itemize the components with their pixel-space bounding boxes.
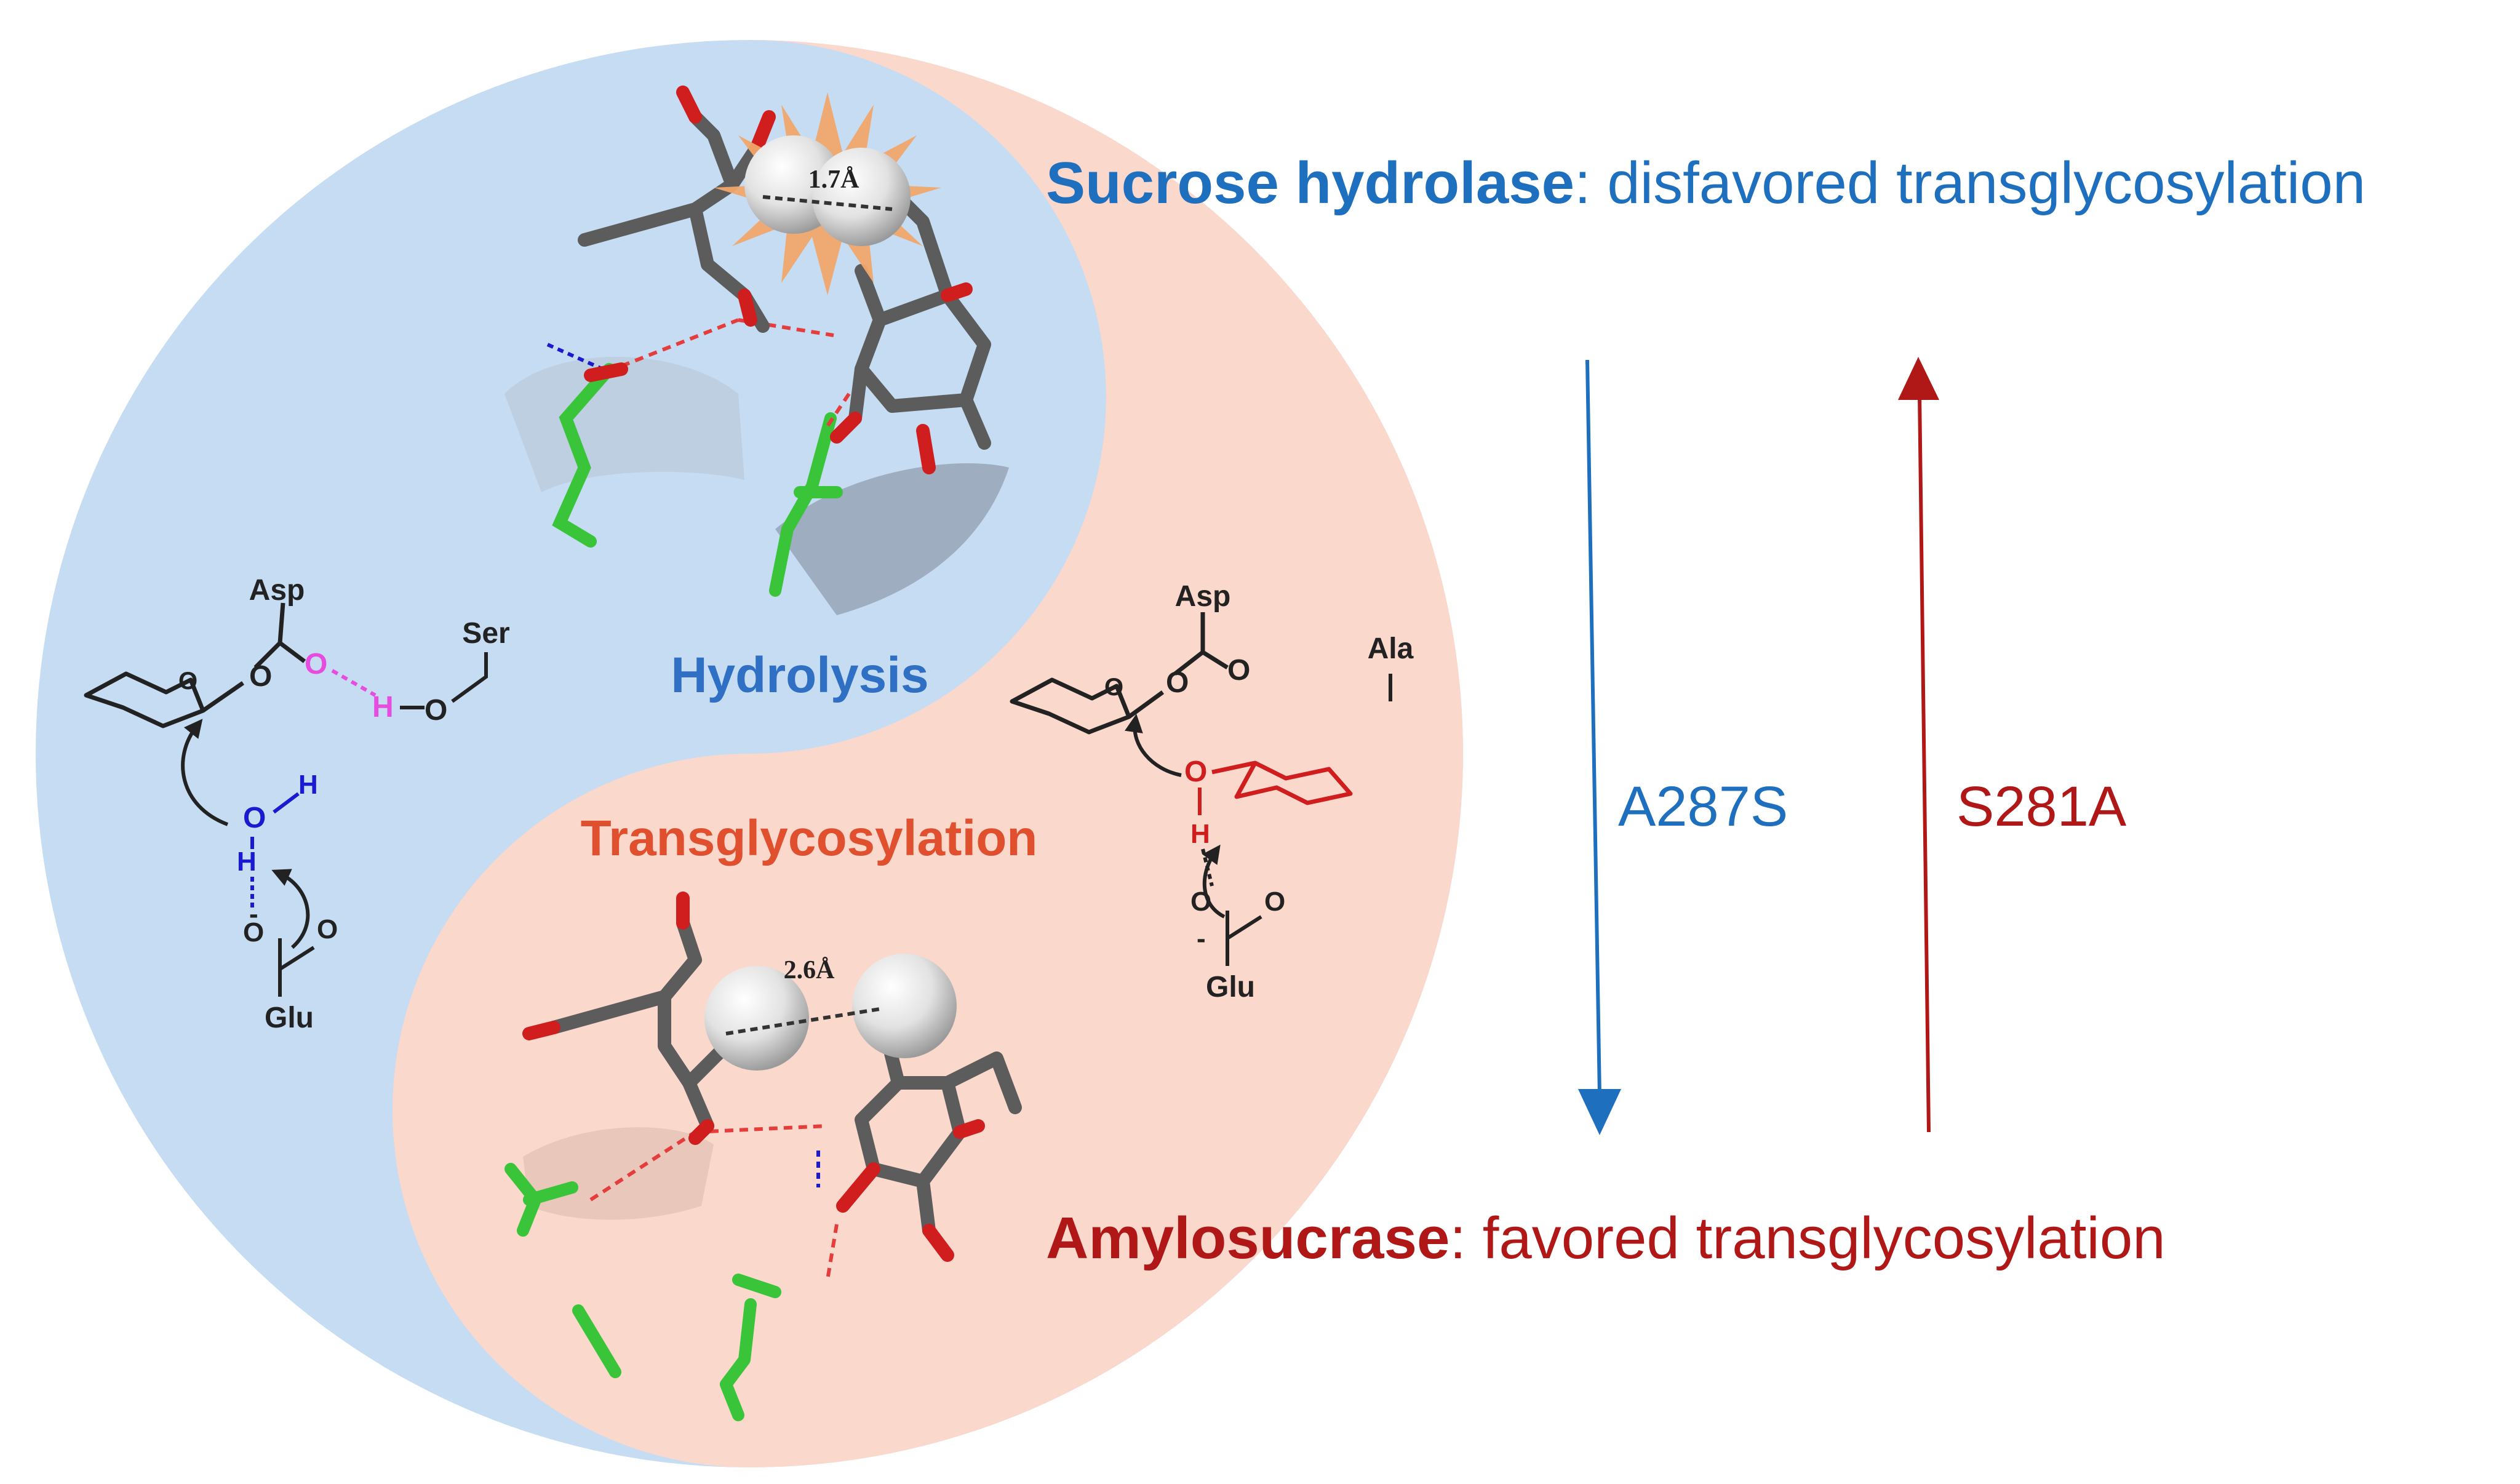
sucrose-hydrolase-title: Sucrose hydrolase: disfavored transglyco… — [1046, 154, 2366, 213]
ser-hydroxyl-hydrogen: H — [372, 691, 394, 724]
water-oxygen: O — [243, 802, 266, 834]
glu-oxygen-right-2: O — [1264, 887, 1285, 917]
mutation-label-s281a: S281A — [1956, 775, 2127, 838]
transglycosylation-mechanism-scheme: O O Asp O Ala O H O - O Glu — [1010, 580, 1414, 1003]
distance-label-top: 1.7Å — [808, 166, 860, 194]
yin-yang-circle — [36, 40, 1463, 1467]
amylosucrase-description: : favored transglycosylation — [1449, 1205, 2166, 1271]
asp-label-left: Asp — [249, 574, 305, 607]
glu-oxygen-2: O — [317, 914, 338, 944]
amylosucrase-name: Amylosucrase — [1046, 1205, 1450, 1271]
ring-oxygen-left: O — [178, 668, 197, 695]
glu-oxygen-right-1: O — [1190, 887, 1211, 917]
amylosucrase-title: Amylosucrase: favored transglycosylation — [1046, 1209, 2166, 1268]
mutation-arrow-down — [1578, 359, 1621, 1135]
asp-carbonyl-oxygen-right: O — [1227, 654, 1250, 687]
glycosidic-oxygen-left: O — [249, 660, 272, 693]
mutation-arrow-up — [1898, 357, 1939, 1133]
water-hydrogen-2: H — [237, 847, 257, 877]
asp-carbonyl-oxygen: O — [305, 648, 327, 680]
acceptor-hydrogen: H — [1190, 819, 1210, 849]
acceptor-oxygen: O — [1184, 756, 1207, 788]
red-region — [393, 40, 1463, 1467]
glu-label-left: Glu — [265, 1002, 314, 1034]
transglycosylation-label: Transglycosylation — [581, 810, 1038, 866]
ser-label: Ser — [462, 617, 509, 650]
transglycosylation-active-site-structure: 2.6Å — [504, 892, 1022, 1421]
mutation-label-a287s: A287S — [1618, 775, 1788, 838]
glu-charge-left: - — [249, 899, 258, 929]
distance-label-bottom: 2.6Å — [784, 956, 835, 984]
hydrolysis-label: Hydrolysis — [671, 647, 928, 703]
water-hydrogen-1: H — [298, 770, 318, 800]
hydrolysis-mechanism-scheme: O O Asp O H O Ser O H H O - O Glu — [84, 574, 510, 1034]
hydrolysis-active-site-structure: 1.7Å — [504, 86, 1009, 615]
glu-charge-right: - — [1197, 924, 1206, 954]
asp-label-right: Asp — [1175, 580, 1231, 613]
glu-label-right: Glu — [1206, 971, 1255, 1003]
ala-label: Ala — [1368, 632, 1414, 665]
sucrose-hydrolase-name: Sucrose hydrolase — [1046, 150, 1575, 216]
ser-oxygen: O — [425, 694, 447, 727]
glu-oxygen-1: O — [243, 917, 264, 947]
sucrose-hydrolase-description: : disfavored transglycosylation — [1574, 150, 2366, 216]
glycosidic-oxygen-right: O — [1166, 666, 1189, 699]
ring-oxygen-right: O — [1104, 674, 1123, 701]
